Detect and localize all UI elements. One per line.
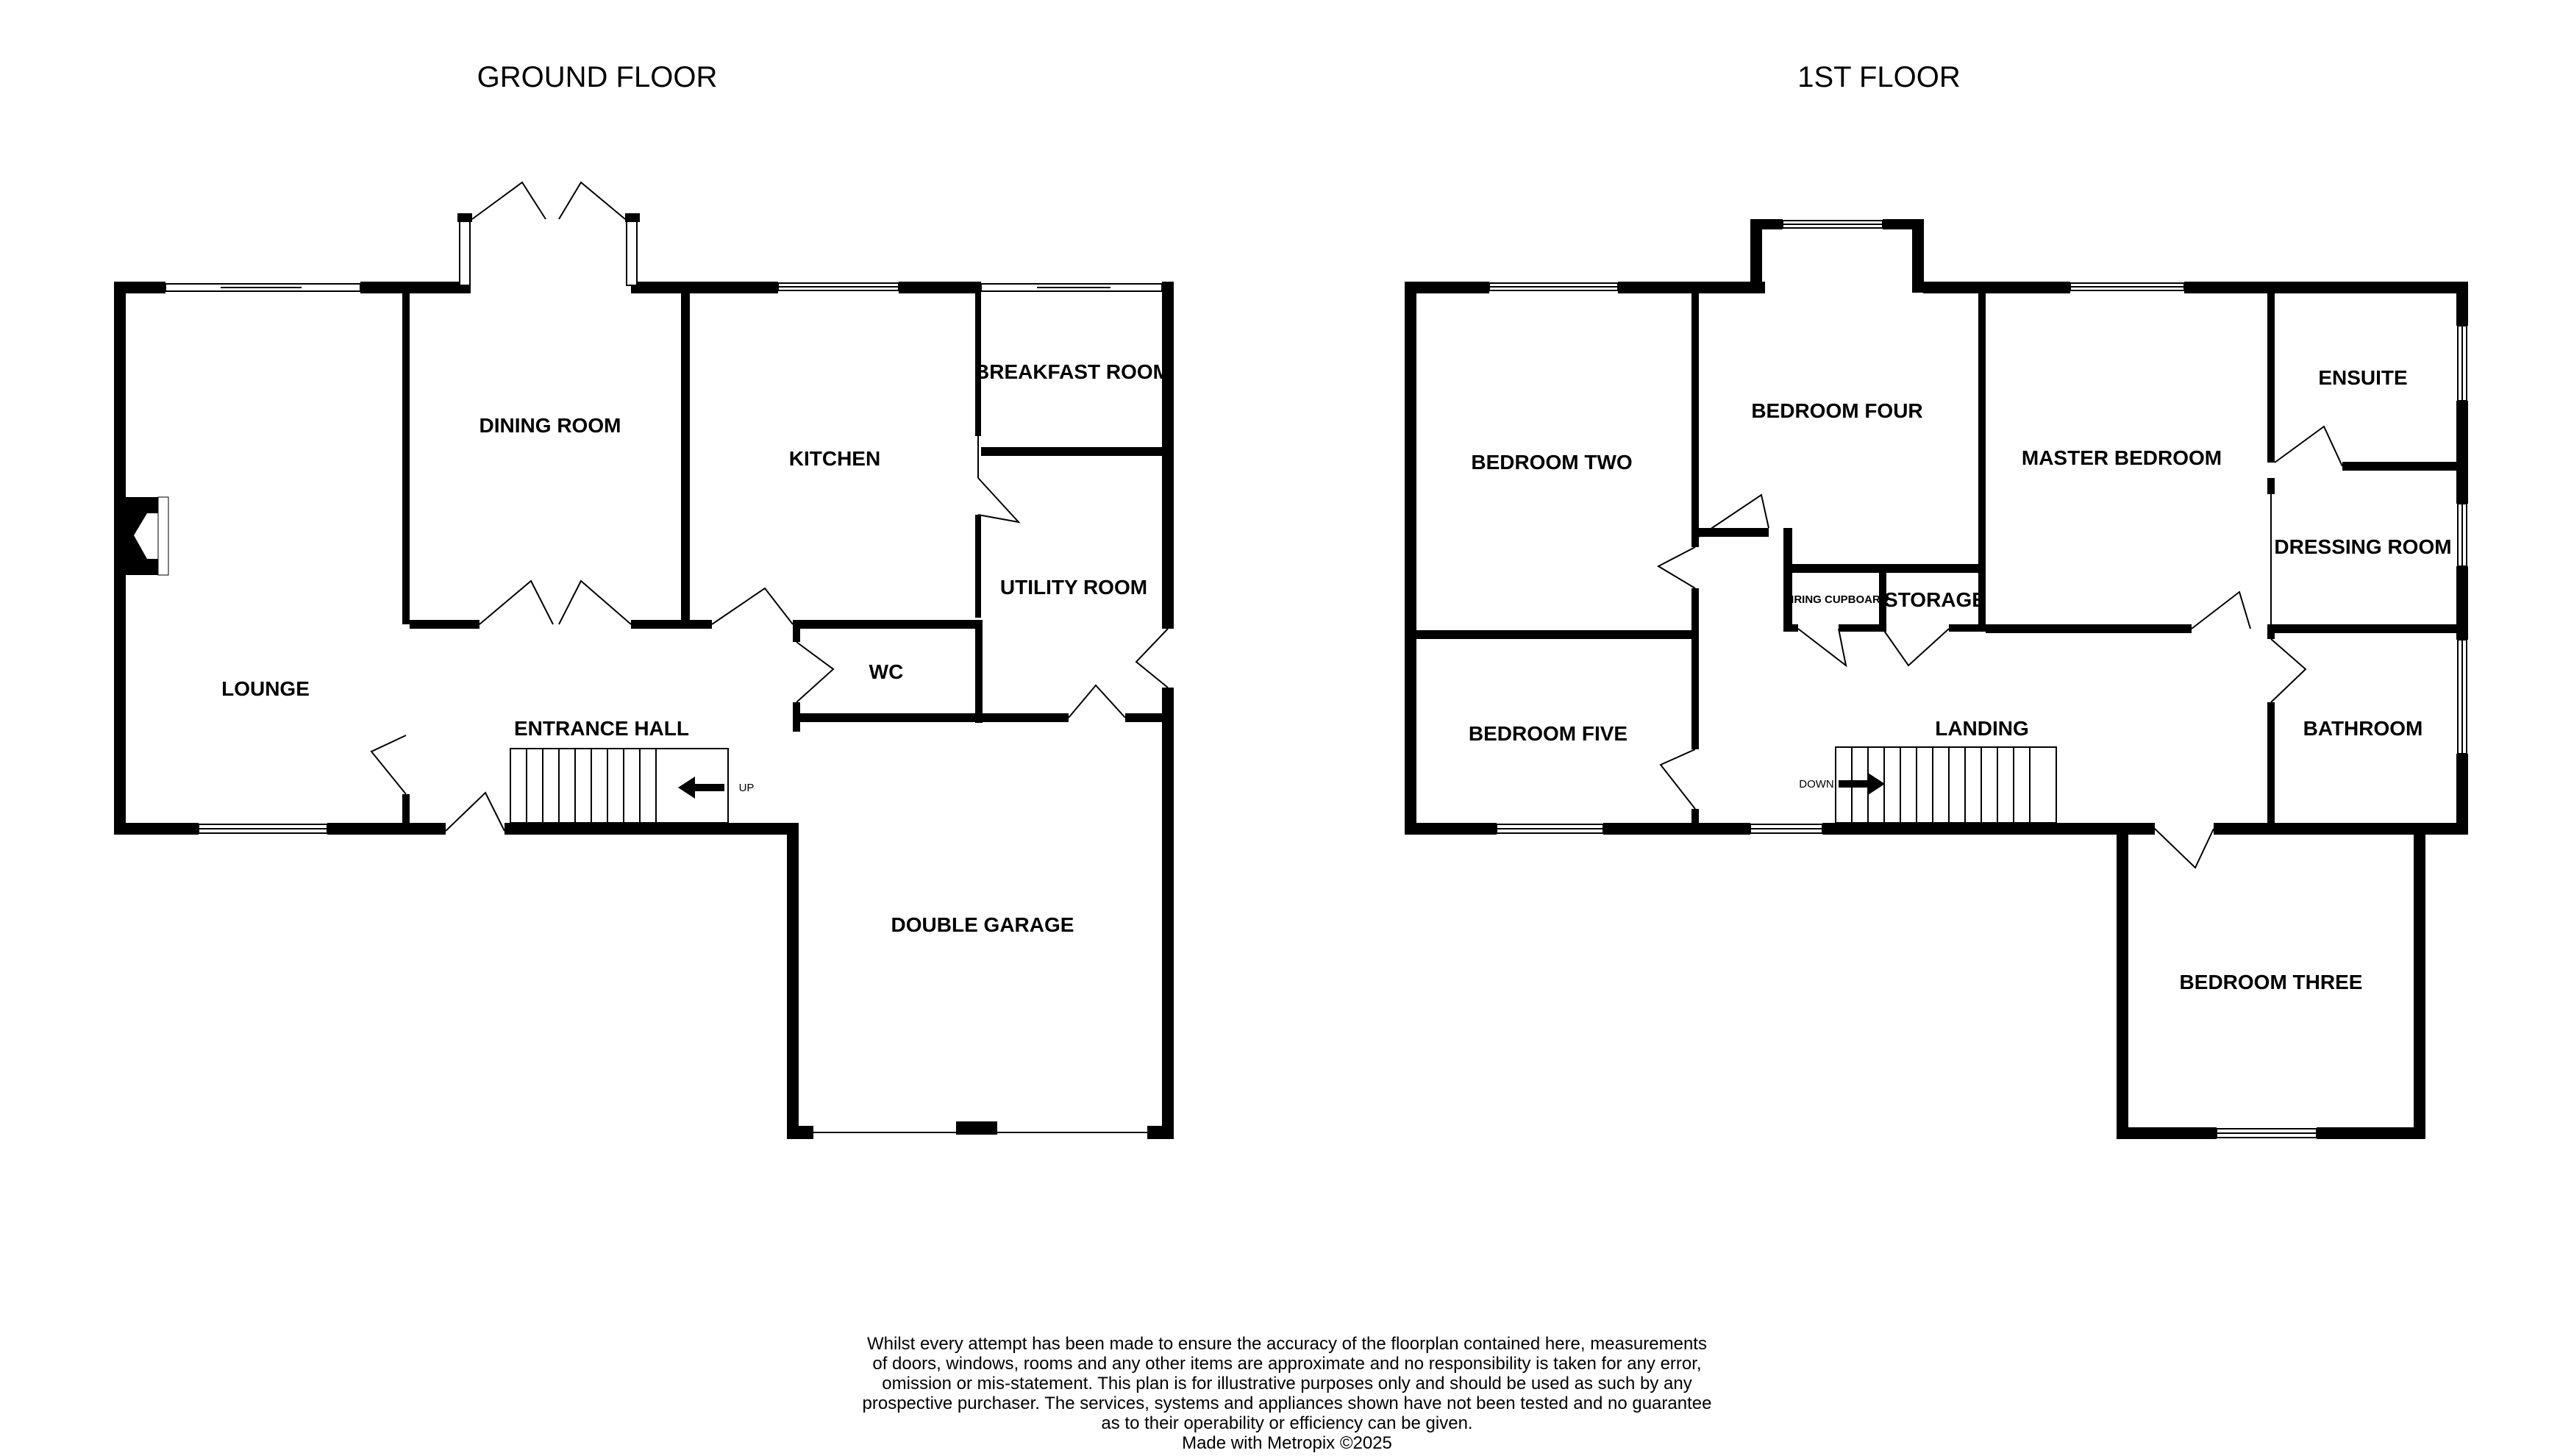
first-floor-doors xyxy=(1656,425,2343,869)
room-label-kitchen: KITCHEN xyxy=(789,447,880,470)
room-label-lounge: LOUNGE xyxy=(221,677,310,700)
room-label-ensuite: ENSUITE xyxy=(2318,366,2407,389)
ground-floor-title: GROUND FLOOR xyxy=(477,61,718,93)
first-floor-plan: 1ST FLOOR xyxy=(1405,61,2468,1139)
room-label-master-bedroom: MASTER BEDROOM xyxy=(2022,446,2222,469)
first-floor-title: 1ST FLOOR xyxy=(1797,61,1961,93)
ground-floor-windows xyxy=(165,213,1163,1133)
room-label-landing: LANDING xyxy=(1935,717,2029,740)
room-label-bedroom-three: BEDROOM THREE xyxy=(2180,971,2363,993)
disclaimer-credit: Made with Metropix ©2025 xyxy=(1182,1433,1392,1453)
disclaimer-text: Whilst every attempt has been made to en… xyxy=(772,1334,1802,1453)
room-label-wc: WC xyxy=(869,660,904,683)
first-floor-windows xyxy=(1489,220,2467,1138)
disclaimer-line: Whilst every attempt has been made to en… xyxy=(867,1334,1707,1354)
room-label-bedroom-four: BEDROOM FOUR xyxy=(1751,399,1922,422)
room-label-bedroom-two: BEDROOM TWO xyxy=(1471,451,1632,474)
room-label-double-garage: DOUBLE GARAGE xyxy=(891,913,1074,936)
ground-floor-doors xyxy=(370,181,1169,832)
room-label-dining-room: DINING ROOM xyxy=(479,414,621,437)
disclaimer-line: of doors, windows, rooms and any other i… xyxy=(872,1354,1702,1374)
disclaimer-line: prospective purchaser. The services, sys… xyxy=(862,1393,1712,1413)
room-label-utility-room: UTILITY ROOM xyxy=(1000,576,1147,599)
fireplace-icon xyxy=(126,496,169,576)
stairs-down-arrow-icon xyxy=(1839,773,1885,795)
room-label-entrance-hall: ENTRANCE HALL xyxy=(514,717,689,740)
disclaimer-line: as to their operability or efficiency ca… xyxy=(1101,1413,1473,1433)
room-label-bathroom: BATHROOM xyxy=(2303,717,2423,740)
room-label-storage: STORAGE xyxy=(1884,588,1986,611)
disclaimer-line: omission or mis-statement. This plan is … xyxy=(882,1374,1692,1393)
ground-floor-walls xyxy=(114,282,1174,1139)
room-label-breakfast-room: BREAKFAST ROOM xyxy=(974,360,1170,383)
stairs-down-label: DOWN xyxy=(1799,778,1834,791)
first-floor-walls xyxy=(1405,219,2468,1139)
room-label-dressing-room: DRESSING ROOM xyxy=(2274,535,2451,558)
room-label-bedroom-five: BEDROOM FIVE xyxy=(1469,722,1628,745)
stairs-up-label: UP xyxy=(739,782,755,794)
stairs-up-arrow-icon xyxy=(678,777,724,799)
ground-floor-plan: GROUND FLOOR xyxy=(114,61,1174,1139)
room-label-airing-cupboard: AIRING CUPBOARD xyxy=(1783,593,1889,606)
